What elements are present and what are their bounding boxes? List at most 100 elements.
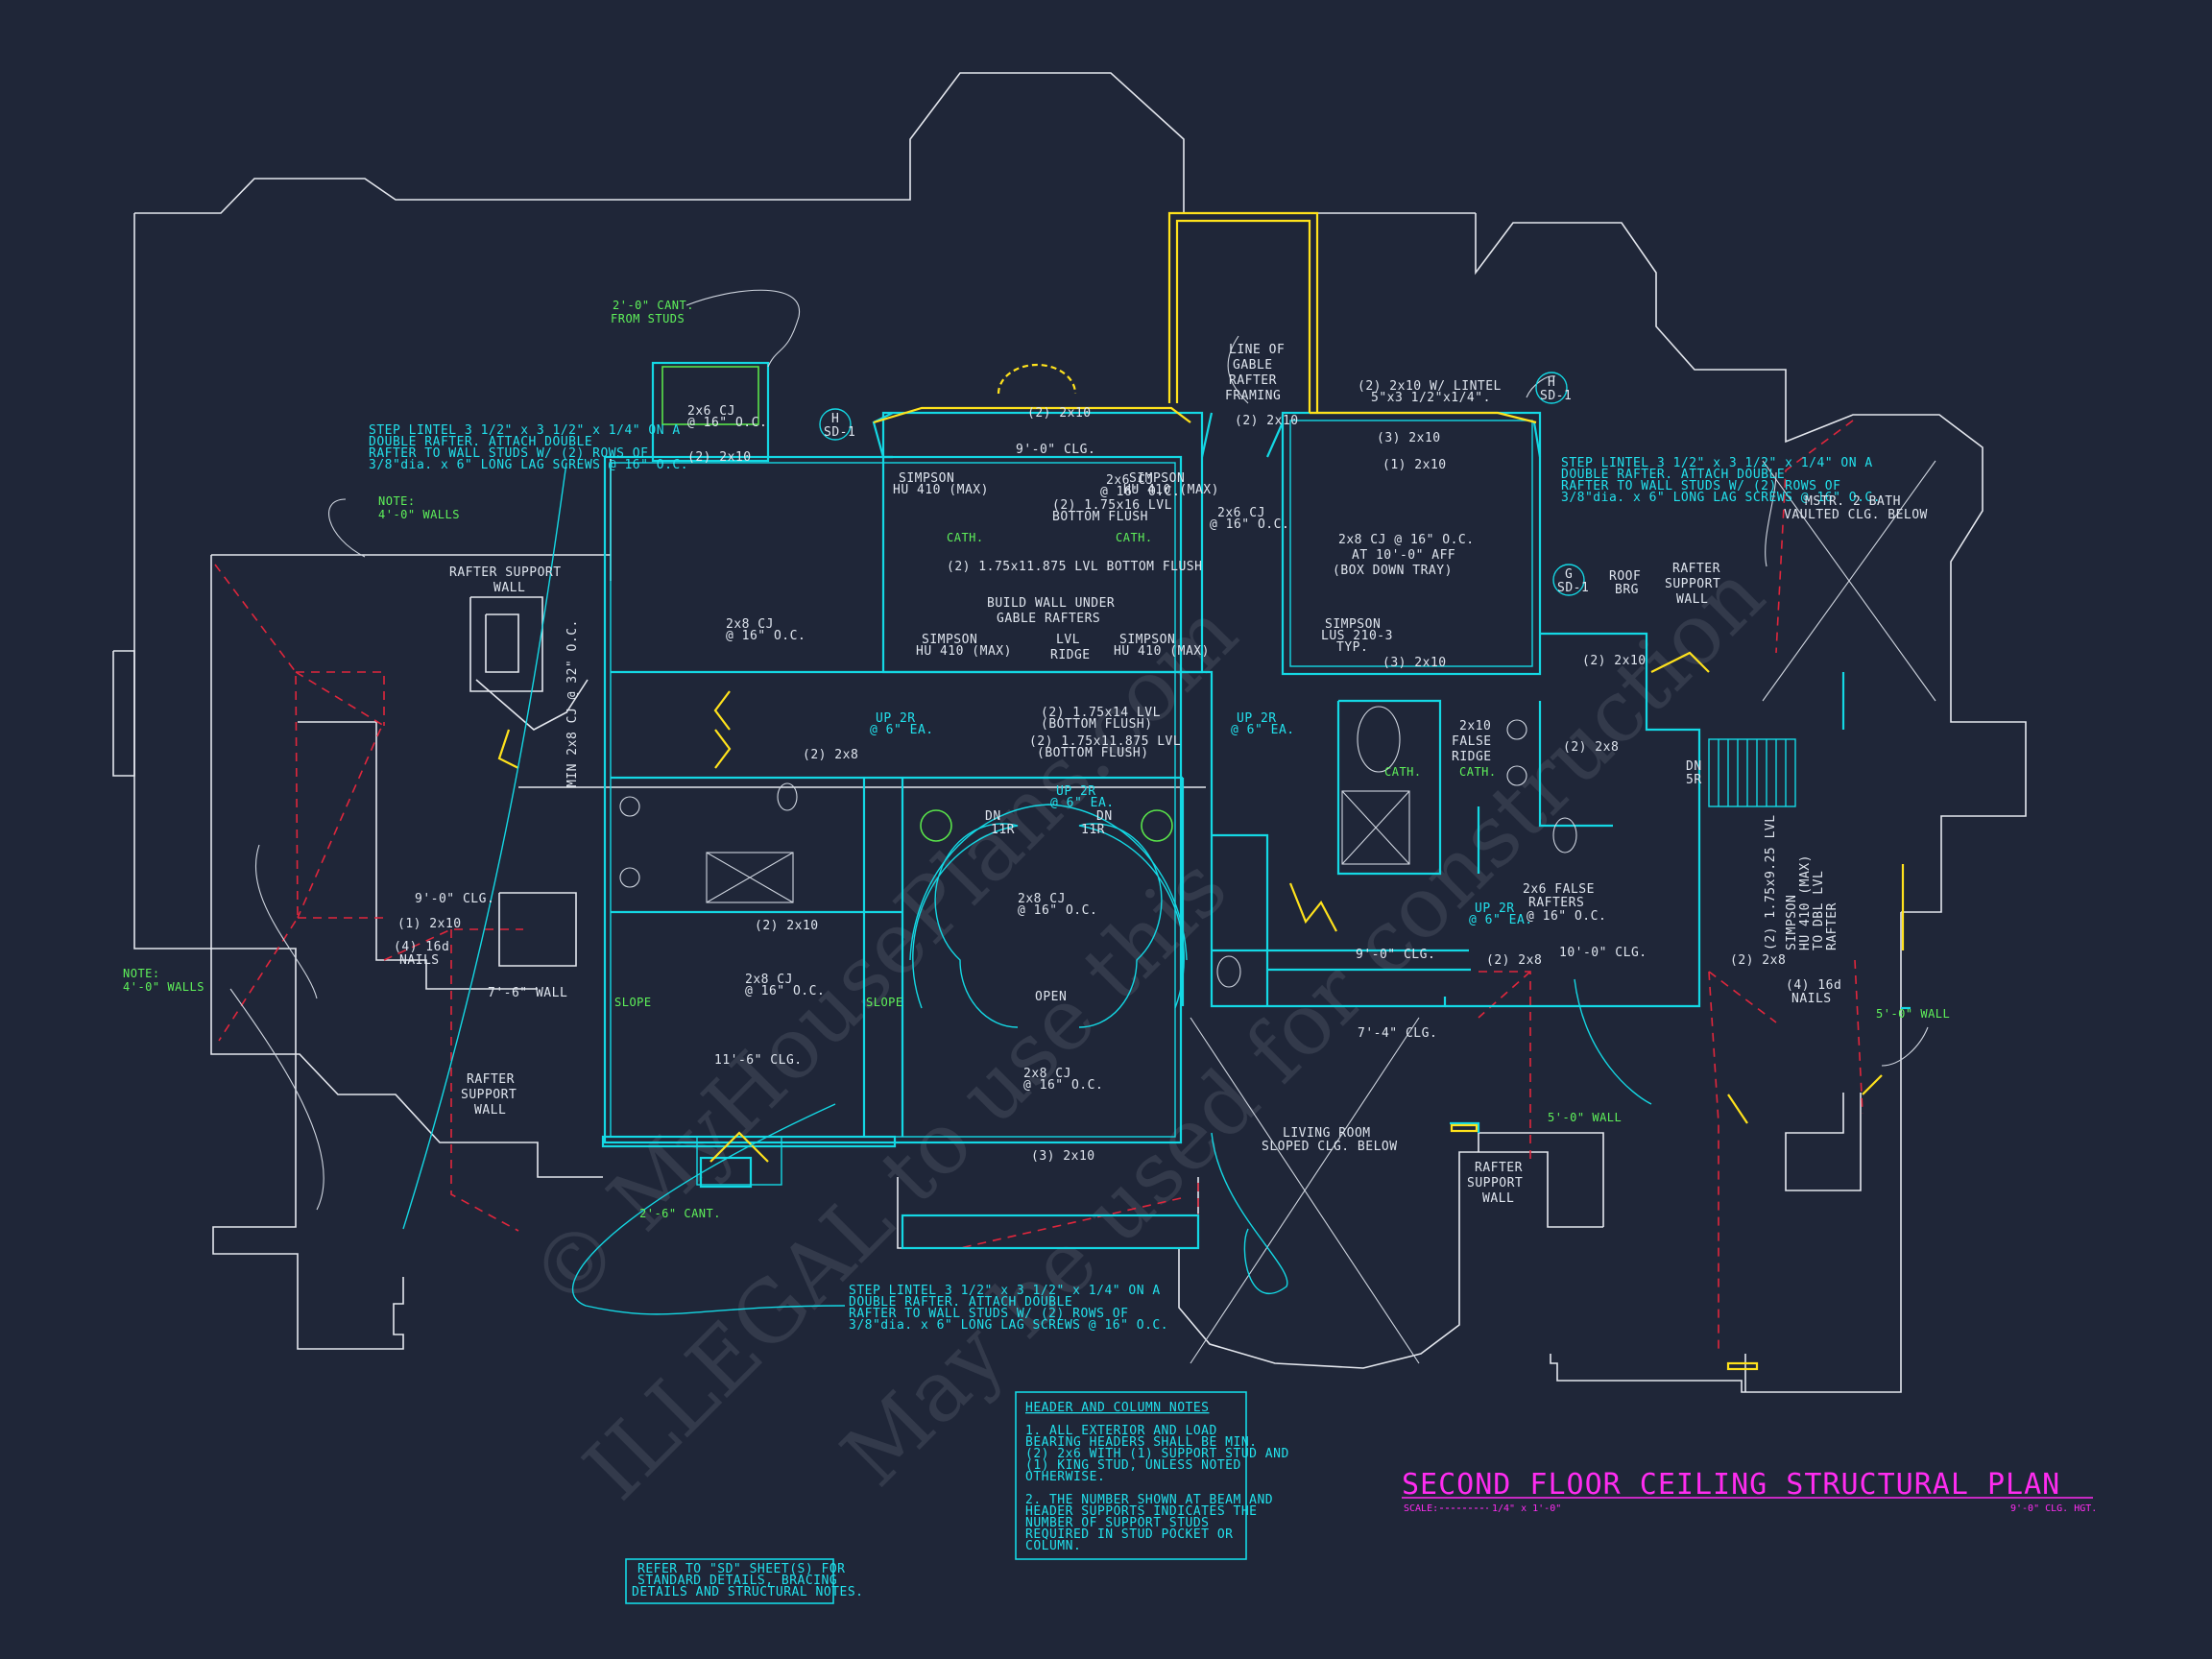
notes-line-7: HEADER SUPPORTS INDICATES THE	[1025, 1504, 1257, 1519]
rafter-support-left-1: RAFTER	[467, 1072, 515, 1087]
header-2x10-e: (2) 2x10	[755, 919, 819, 933]
header-2x10-b: (2) 2x10	[1027, 406, 1092, 421]
up-2r-b-2: @ 6" EA.	[1231, 723, 1295, 737]
drawing-title: SECOND FLOOR CEILING STRUCTURAL PLAN	[1402, 1468, 2060, 1502]
dn-11r-b-2: 11R	[1081, 823, 1105, 837]
rafter-support-top-2: WALL	[493, 581, 525, 595]
scale-value: 1/4" x 1'-0"	[1492, 1503, 1561, 1514]
left-wing	[210, 459, 1206, 1178]
cj-2x6-b-1: 2x6 CJ	[1217, 506, 1265, 520]
title-block: SECOND FLOOR CEILING STRUCTURAL PLAN SCA…	[1402, 1468, 2097, 1514]
cath-1: CATH.	[947, 531, 984, 544]
note-walls-left-2: 4'-0" WALLS	[123, 980, 204, 994]
notes-line-10: COLUMN.	[1025, 1539, 1081, 1553]
nails-right-1: (4) 16d	[1786, 978, 1841, 993]
up-2r-a-2: @ 6" EA.	[870, 723, 934, 737]
roof-brg-1: ROOF	[1609, 569, 1641, 584]
lvl-ridge-1: LVL	[1056, 633, 1080, 647]
simpson-hu-a-1: SIMPSON	[899, 471, 954, 486]
step-lintel-3-line-1: STEP LINTEL 3 1/2" x 3 1/2" x 1/4" ON A	[849, 1284, 1161, 1298]
step-lintel-2-line-1: STEP LINTEL 3 1/2" x 3 1/2" x 1/4" ON A	[1561, 456, 1873, 470]
yellow-elements	[497, 211, 1905, 1371]
annotation-labels: 2'-0" CANT. FROM STUDS STEP LINTEL 3 1/2…	[123, 299, 1950, 1333]
white-leader-lines	[229, 289, 1929, 1211]
box-down-tray-1: 2x8 CJ @ 16" O.C.	[1338, 533, 1475, 547]
rafter-support-bottom-1: RAFTER	[1475, 1161, 1523, 1175]
scale-label: SCALE:	[1404, 1503, 1438, 1514]
watermark-line-2: May be used for construction	[823, 544, 1783, 1504]
simpson-hu-d-1: SIMPSON	[1119, 633, 1175, 647]
wall-7-6: 7'-6" WALL	[488, 986, 567, 1000]
box-down-tray-2: AT 10'-0" AFF	[1352, 548, 1455, 563]
step-lintel-1-line-3: RAFTER TO WALL STUDS W/ (2) ROWS OF	[369, 446, 648, 461]
header-2x10-d: (2) 2x10	[1582, 654, 1647, 668]
cj-2x8-b-1: 2x8 CJ	[1023, 1067, 1071, 1081]
detail-h-left-letter: H	[831, 412, 839, 426]
leader-lines	[402, 462, 1652, 1315]
notes-line-6: 2. THE NUMBER SHOWN AT BEAM AND	[1025, 1493, 1273, 1507]
notes-line-4: (1) KING STUD, UNLESS NOTED	[1025, 1458, 1241, 1473]
mstr-bath-2: VAULTED CLG. BELOW	[1784, 508, 1928, 522]
cant-2-6: 2'-6" CANT.	[639, 1207, 721, 1220]
simpson-rafter-3: TO DBL LVL	[1812, 871, 1826, 950]
header-2x8-d: (2) 2x8	[1563, 740, 1619, 755]
rafter-support-right-2: SUPPORT	[1665, 577, 1720, 591]
nails-left-1: (1) 2x10	[397, 917, 462, 931]
header-1x10: (1) 2x10	[1382, 458, 1447, 472]
label-cant-from-studs-1: 2'-0" CANT.	[613, 299, 694, 312]
simpson-hu-c-2: HU 410 (MAX)	[916, 644, 1012, 659]
up-2r-a-1: UP 2R	[876, 711, 916, 726]
cj-2x8-b-2: @ 16" O.C.	[1023, 1078, 1103, 1093]
spiral-staircase	[909, 804, 1188, 1028]
step-lintel-3-line-2: DOUBLE RAFTER. ATTACH DOUBLE	[849, 1295, 1072, 1310]
slope-1: SLOPE	[614, 996, 652, 1009]
living-room-1: LIVING ROOM	[1283, 1126, 1371, 1141]
header-3x10-a: (3) 2x10	[1377, 431, 1441, 445]
label-cant-from-studs-2: FROM STUDS	[611, 312, 685, 325]
lvl-bottom-4: (2) 1.75x11.875 LVL	[1029, 734, 1181, 749]
notes-line-2: BEARING HEADERS SHALL BE MIN.	[1025, 1435, 1257, 1450]
header-3x10-c: (3) 2x10	[1031, 1149, 1095, 1164]
cath-2: CATH.	[1116, 531, 1153, 544]
roof-ridge-lines	[214, 420, 1863, 1354]
up-2r-b-1: UP 2R	[1237, 711, 1277, 726]
wall-5-0-bottom: 5'-0" WALL	[1548, 1111, 1622, 1124]
detail-h-right-sheet: SD-1	[1540, 389, 1572, 403]
simpson-lus-2: LUS 210-3	[1321, 629, 1393, 643]
lvl-ridge-2: RIDGE	[1050, 648, 1091, 662]
note-walls-left-1: NOTE:	[123, 967, 160, 980]
up-2r-d-1: UP 2R	[1475, 902, 1515, 916]
vaulted-ceiling-marks	[1190, 460, 1936, 1364]
cj-2x8-a-2: @ 16" O.C.	[1018, 903, 1097, 918]
detail-g-sheet: SD-1	[1557, 581, 1589, 595]
lvl-bottom-1b: BOTTOM FLUSH	[1052, 510, 1148, 524]
nails-left-2: (4) 16d	[394, 940, 449, 954]
lvl-bottom-1: (2) 1.75x16 LVL	[1052, 498, 1172, 513]
nails-right-2: NAILS	[1791, 992, 1832, 1006]
ceiling-height: 9'-0" CLG. HGT.	[2010, 1503, 2097, 1514]
false-ridge-3: RIDGE	[1452, 750, 1492, 764]
up-2r-c-1: UP 2R	[1056, 784, 1096, 799]
plumbing-fixtures	[619, 706, 1577, 988]
notes-line-5: OTHERWISE.	[1025, 1470, 1105, 1484]
lvl-rafter: (2) 1.75x9.25 LVL	[1764, 814, 1778, 950]
detail-h-right-letter: H	[1548, 375, 1555, 390]
living-room-2: SLOPED CLG. BELOW	[1262, 1140, 1398, 1154]
step-lintel-1-line-4: 3/8"dia. x 6" LONG LAG SCREWS @ 16" O.C.	[369, 458, 688, 472]
header-2x10-c: (2) 2x10	[1235, 414, 1299, 428]
rafter-support-left-3: WALL	[474, 1103, 506, 1118]
step-lintel-3-line-4: 3/8"dia. x 6" LONG LAG SCREWS @ 16" O.C.	[849, 1318, 1168, 1333]
lvl-bottom-3: (2) 1.75x14 LVL	[1041, 706, 1161, 720]
cj-2x8-c-1: 2x8 CJ	[726, 617, 774, 632]
mstr-bath-1: MSTR. 2 BATH	[1805, 494, 1901, 509]
dn-11r-a-2: 11R	[991, 823, 1015, 837]
detail-bubble-h-left: H SD-1	[819, 408, 855, 441]
false-ridge-2: FALSE	[1452, 734, 1492, 749]
open-label: OPEN	[1035, 990, 1067, 1004]
simpson-lus-1: SIMPSON	[1325, 617, 1381, 632]
gable-framing-4: FRAMING	[1225, 389, 1281, 403]
rafter-support-bottom-2: SUPPORT	[1467, 1176, 1523, 1190]
up-2r-c-2: @ 6" EA.	[1050, 796, 1115, 810]
lintel-2x10-1: (2) 2x10 W/ LINTEL	[1358, 379, 1502, 394]
